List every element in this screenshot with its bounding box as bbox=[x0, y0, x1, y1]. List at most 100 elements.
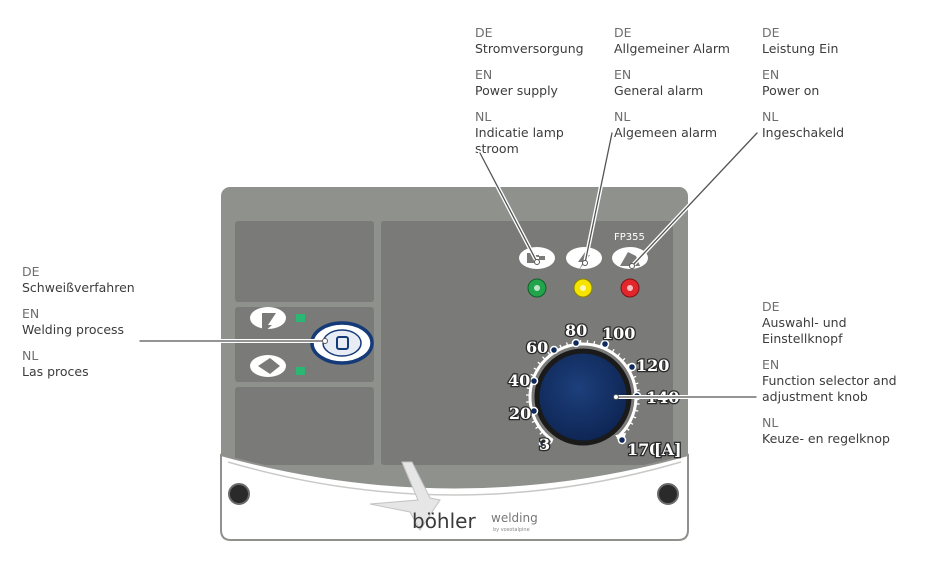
dial-label: 120 bbox=[636, 356, 669, 375]
lang-nl: NL bbox=[614, 109, 631, 124]
dial-tick bbox=[547, 351, 551, 356]
lang-nl: NL bbox=[475, 109, 492, 124]
label-en: Power on bbox=[762, 83, 820, 98]
lang-nl: NL bbox=[22, 348, 39, 363]
dial-label: 3 bbox=[539, 435, 550, 454]
dial-tick bbox=[530, 373, 535, 377]
led-highlight bbox=[627, 285, 633, 291]
dial-tick bbox=[634, 382, 639, 385]
brand-name: böhler bbox=[412, 509, 476, 533]
lang-de: DE bbox=[762, 299, 780, 314]
dial-tick bbox=[549, 440, 554, 445]
label-nl: Ingeschakeld bbox=[762, 125, 845, 140]
label-nl: Algemeen alarm bbox=[614, 125, 717, 140]
dial-mark-dot bbox=[529, 376, 539, 386]
dial-tick bbox=[544, 435, 548, 440]
dial-tick bbox=[531, 420, 536, 424]
callout-welding-process: DE Schweißverfahren EN Welding process N… bbox=[22, 264, 152, 380]
screw-left-icon bbox=[228, 483, 250, 505]
label-en: Function selector and adjustment knob bbox=[762, 373, 897, 404]
label-nl: Indicatie lamp stroom bbox=[475, 125, 564, 156]
dial-mark-dot bbox=[529, 406, 539, 416]
dial-mark-dot bbox=[617, 435, 627, 445]
leader-welding-process bbox=[138, 338, 328, 344]
left-panel-bottom bbox=[235, 387, 374, 465]
lang-nl: NL bbox=[762, 415, 779, 430]
led-highlight bbox=[580, 285, 586, 291]
label-de: Schweißverfahren bbox=[22, 280, 135, 295]
callout-power-on: DE Leistung Ein EN Power on NL Ingeschak… bbox=[762, 25, 902, 141]
dial-tick bbox=[632, 375, 637, 379]
dial-tick bbox=[527, 407, 532, 410]
brand-bolt-icon bbox=[369, 461, 441, 531]
dial-tick bbox=[537, 361, 542, 366]
leader-lines bbox=[138, 131, 759, 400]
dial-mark-dot bbox=[571, 338, 581, 348]
bezel-edge-line bbox=[227, 461, 682, 496]
dial-tick bbox=[625, 427, 630, 431]
selector-square-icon bbox=[336, 336, 349, 350]
dial-tick bbox=[632, 415, 637, 419]
lang-de: DE bbox=[614, 25, 632, 40]
label-nl: Las proces bbox=[22, 364, 89, 379]
leader-function-knob bbox=[613, 394, 758, 400]
dial-label: 170 bbox=[627, 440, 660, 459]
label-en: General alarm bbox=[614, 83, 704, 98]
electrode-glyph bbox=[262, 313, 276, 334]
callout-power-supply: DE Stromversorgung EN Power supply NL In… bbox=[475, 25, 605, 157]
dial-mark-dot bbox=[538, 438, 548, 448]
dial-unit: [A] bbox=[654, 440, 682, 459]
dial-tick bbox=[621, 357, 626, 362]
label-de: Allgemeiner Alarm bbox=[614, 41, 730, 56]
leader-general-alarm bbox=[582, 131, 614, 266]
brand-tagline: by voestalpine bbox=[493, 527, 530, 533]
lang-de: DE bbox=[475, 25, 493, 40]
label-de: Stromversorgung bbox=[475, 41, 584, 56]
lang-en: EN bbox=[22, 306, 40, 321]
callout-general-alarm: DE Allgemeiner Alarm EN General alarm NL… bbox=[614, 25, 754, 141]
lang-de: DE bbox=[762, 25, 780, 40]
lang-en: EN bbox=[762, 67, 780, 82]
dial-label: 40 bbox=[508, 371, 530, 390]
dial-tick bbox=[539, 431, 544, 435]
dial-tick bbox=[533, 367, 538, 371]
lang-de: DE bbox=[22, 264, 40, 279]
lang-en: EN bbox=[614, 67, 632, 82]
label-en: Power supply bbox=[475, 83, 558, 98]
dial-tick bbox=[629, 421, 634, 425]
dial-mark-dot bbox=[600, 339, 610, 349]
dial-tick bbox=[526, 387, 531, 390]
label-de: Auswahl- und Einstellknopf bbox=[762, 315, 847, 346]
brand-suffix: welding bbox=[491, 511, 538, 525]
lang-en: EN bbox=[762, 357, 780, 372]
lang-nl: NL bbox=[762, 109, 779, 124]
leader-power-supply bbox=[478, 151, 540, 265]
dial-label: 100 bbox=[602, 324, 635, 343]
dial-tick bbox=[593, 341, 596, 346]
label-nl: Keuze- en regelknop bbox=[762, 431, 890, 446]
dial-tick bbox=[611, 348, 615, 353]
led-highlight bbox=[534, 285, 540, 291]
tig-glyph bbox=[258, 358, 280, 374]
dial-label: 80 bbox=[565, 321, 587, 340]
front-bezel bbox=[220, 453, 689, 541]
dial-label: 60 bbox=[526, 338, 548, 357]
lang-en: EN bbox=[475, 67, 493, 82]
led-process-electrode bbox=[296, 314, 305, 322]
dial-mark-dot bbox=[627, 362, 637, 372]
leader-power-on bbox=[629, 131, 759, 269]
label-de: Leistung Ein bbox=[762, 41, 839, 56]
dial-marks: 3 20 40 60 80 100 120 140 170 [A] bbox=[507, 320, 683, 461]
screw-right-icon bbox=[657, 483, 679, 505]
dial-tick bbox=[616, 353, 621, 357]
model-label: FP355 bbox=[614, 232, 645, 243]
dial-tick bbox=[634, 409, 639, 412]
dial-mark-dot bbox=[549, 345, 559, 355]
label-en: Welding process bbox=[22, 322, 125, 337]
selector-button-inner bbox=[322, 329, 362, 357]
led-process-tig bbox=[296, 367, 305, 375]
dial-tick bbox=[635, 403, 640, 405]
dial-tick bbox=[535, 425, 540, 430]
left-panel-top bbox=[235, 221, 374, 302]
